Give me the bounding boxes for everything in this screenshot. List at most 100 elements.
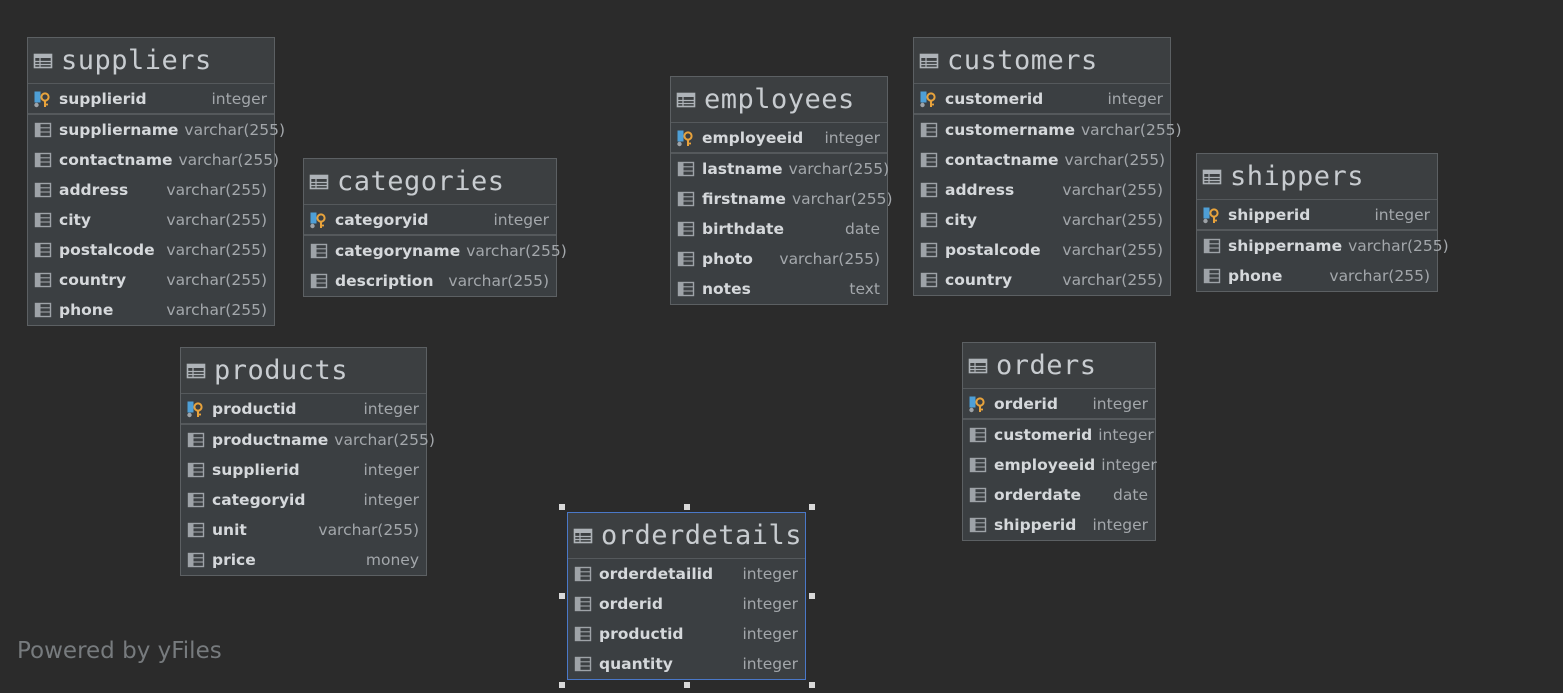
table-header[interactable]: shippers	[1197, 154, 1437, 200]
resize-handle[interactable]	[559, 593, 565, 599]
column-type: varchar(255)	[166, 241, 267, 259]
column-name: categoryname	[335, 242, 461, 260]
column-type: integer	[1092, 394, 1149, 413]
table-header[interactable]: customers	[914, 38, 1170, 84]
column-icon	[33, 121, 53, 139]
resize-handle[interactable]	[684, 682, 690, 688]
primary-key-icon	[309, 211, 329, 229]
column-name: postalcode	[59, 241, 155, 259]
column-type: integer	[493, 210, 550, 229]
column-name: city	[59, 211, 92, 229]
column-icon	[186, 431, 206, 449]
column-name: contactname	[59, 151, 173, 169]
column-row[interactable]: categoryname varchar(255)	[304, 236, 567, 266]
resize-handle[interactable]	[809, 504, 815, 510]
table-header[interactable]: orderdetails	[568, 513, 805, 559]
column-name: orderdetailid	[599, 565, 714, 583]
column-icon	[919, 121, 939, 139]
column-row[interactable]: unit varchar(255)	[181, 515, 426, 545]
column-name: suppliername	[59, 121, 179, 139]
column-icon	[676, 190, 696, 208]
column-type: varchar(255)	[788, 160, 890, 178]
table-title: employees	[704, 84, 855, 115]
column-name: categoryid	[212, 491, 306, 509]
table-title: products	[214, 355, 349, 386]
column-icon	[573, 595, 593, 613]
table-header[interactable]: products	[181, 348, 426, 394]
column-name: contactname	[945, 151, 1059, 169]
table-title: categories	[337, 166, 505, 197]
resize-handle[interactable]	[559, 682, 565, 688]
column-name: supplierid	[212, 461, 300, 479]
table-icon	[919, 52, 939, 70]
column-name: categoryid	[335, 210, 429, 229]
column-type: varchar(255)	[318, 521, 419, 539]
column-icon	[968, 456, 988, 474]
column-type: varchar(255)	[1064, 151, 1166, 169]
resize-handle[interactable]	[809, 593, 815, 599]
table-header[interactable]: employees	[671, 77, 887, 123]
table-header[interactable]: suppliers	[28, 38, 274, 84]
primary-key-row[interactable]: categoryid integer	[304, 205, 556, 236]
resize-handle[interactable]	[684, 504, 690, 510]
column-icon	[33, 181, 53, 199]
column-type: date	[1113, 486, 1148, 504]
resize-handle[interactable]	[809, 682, 815, 688]
table-header[interactable]: categories	[304, 159, 556, 205]
table-header[interactable]: orders	[963, 343, 1155, 389]
resize-handle[interactable]	[559, 504, 565, 510]
column-row[interactable]: contactname varchar(255)	[914, 145, 1170, 175]
column-name: unit	[212, 521, 247, 539]
column-name: customerid	[945, 89, 1044, 108]
column-type: varchar(255)	[466, 242, 567, 260]
column-type: varchar(255)	[1062, 181, 1163, 199]
column-row[interactable]: postalcode varchar(255)	[28, 235, 274, 265]
table-categories[interactable]: categories categoryid integer categoryname v…	[303, 158, 567, 297]
primary-key-icon	[186, 400, 206, 418]
